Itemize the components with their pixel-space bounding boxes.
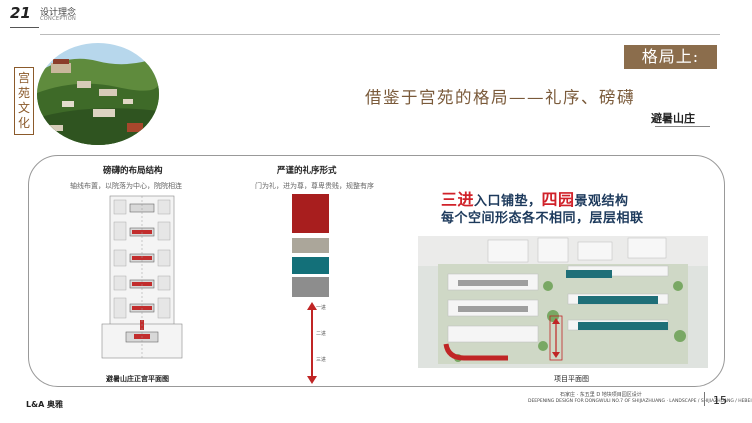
- footer-project-en: DEEPENING DESIGN FOR DONGWULI NO.7 OF SH…: [528, 399, 752, 404]
- header-rule: [40, 34, 720, 35]
- step-label-2: 二进: [316, 331, 327, 337]
- slogan-emph-four: 四园: [541, 190, 575, 209]
- step-label-1: 一进: [316, 305, 327, 311]
- side-title: 宫苑文化: [14, 67, 34, 135]
- palace-photo: [37, 43, 159, 145]
- swatch-second-court: [292, 238, 329, 253]
- footer-project-cn: 石家庄 · 东五里 D 地块项目园区设计: [560, 392, 642, 398]
- header-rule-left: [10, 27, 39, 28]
- order-title: 严谨的礼序形式: [277, 166, 337, 176]
- hierarchy-arrow: [304, 302, 320, 388]
- slogan-line2: 每个空间形态各不相同，层层相联: [441, 211, 644, 226]
- footer-divider: [704, 392, 705, 406]
- page-number: 21: [10, 4, 31, 22]
- slogan-line1: 三进入口铺垫，四园景观结构: [441, 186, 629, 210]
- section-subtitle: CONCEPTION: [40, 16, 77, 22]
- swatch-third-court: [292, 257, 329, 274]
- section-title: 设计理念: [40, 8, 77, 18]
- layout-desc: 轴线布置，以院落为中心，院院相连: [70, 182, 182, 190]
- subhead-underline: [655, 126, 710, 127]
- site-plan-caption: 项目平面图: [554, 375, 589, 383]
- content-panel: [28, 155, 725, 387]
- site-plan: [418, 236, 708, 372]
- layout-caption: 避暑山庄正宫平面图: [106, 375, 169, 383]
- slogan-mid: 入口铺垫，: [474, 194, 542, 209]
- layout-banner: 格局上:: [624, 45, 717, 69]
- order-desc: 门为礼，进为尊，尊卑贵贱，规整有序: [255, 182, 374, 190]
- slogan-end: 景观结构: [574, 194, 629, 209]
- footer-page-number: 15: [713, 394, 727, 407]
- headline: 借鉴于宫苑的格局——礼序、磅礴: [365, 88, 635, 107]
- swatch-first-court: [292, 194, 329, 233]
- company-logo: L&A 奥雅: [26, 400, 64, 409]
- layout-title: 磅礴的布局结构: [103, 166, 163, 176]
- subheadline: 避暑山庄: [651, 112, 695, 125]
- slogan-emph-three: 三进: [441, 190, 475, 209]
- step-label-3: 三进: [316, 357, 327, 363]
- swatch-fourth-court: [292, 277, 329, 297]
- palace-plan-drawing: [96, 192, 191, 371]
